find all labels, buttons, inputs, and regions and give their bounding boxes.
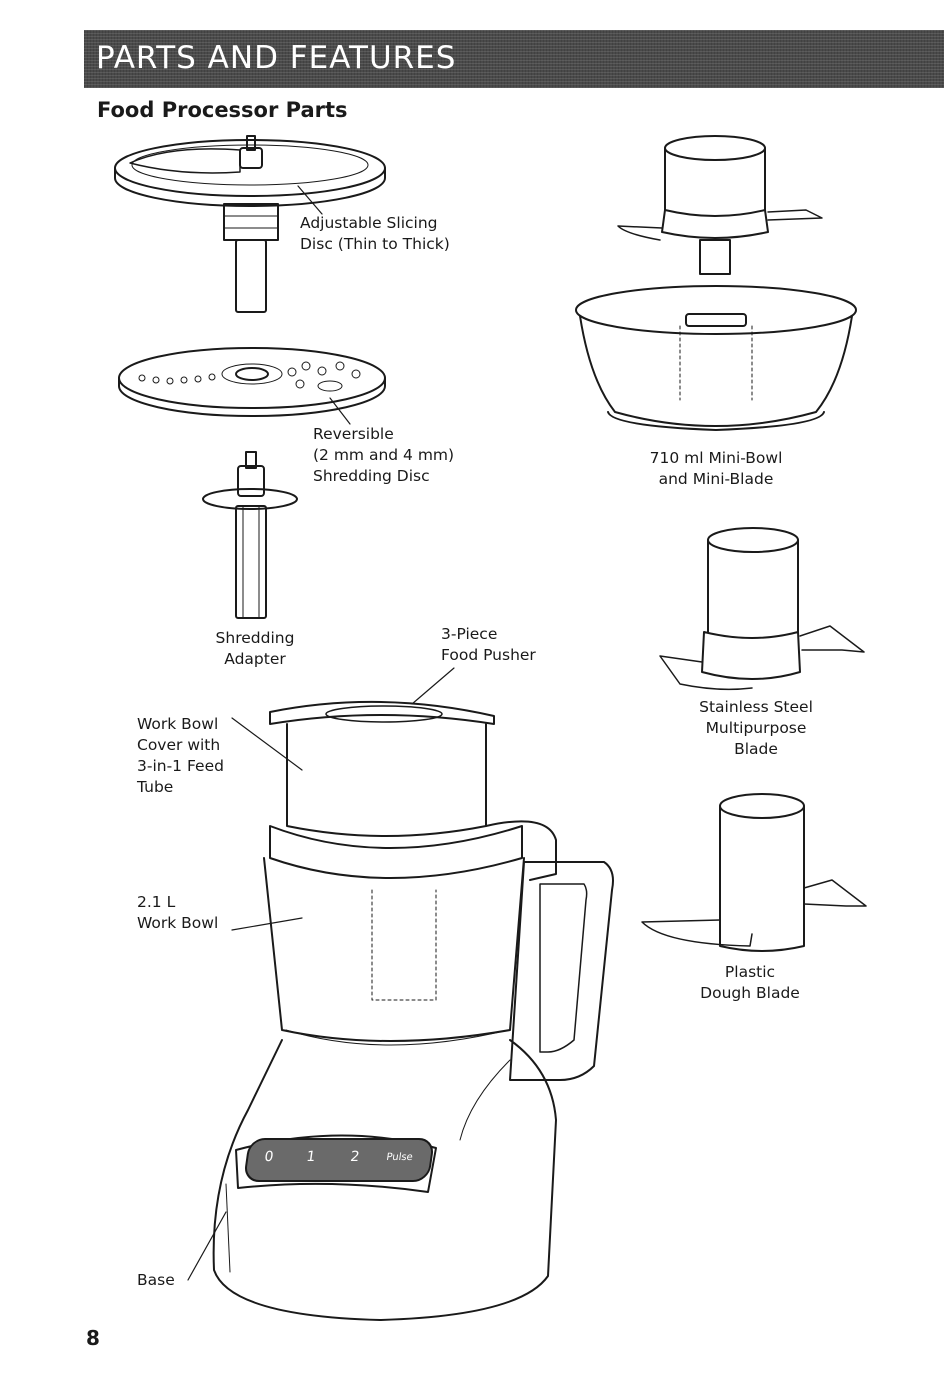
slicing-disc-illustration	[115, 136, 385, 312]
work-bowl-illustration	[264, 821, 613, 1080]
control-panel: 0 1 2 Pulse	[242, 1138, 436, 1182]
base-illustration	[214, 1040, 556, 1320]
shredding-disc-illustration	[119, 348, 385, 416]
multipurpose-blade-illustration	[660, 528, 864, 689]
shredding-adapter-illustration	[203, 452, 297, 618]
speed-label-off[interactable]: 0	[263, 1149, 275, 1165]
dough-blade-illustration	[642, 794, 866, 951]
section-banner: PARTS AND FEATURES	[84, 30, 944, 88]
speed-label-2[interactable]: 2	[349, 1149, 361, 1165]
banner-title: PARTS AND FEATURES	[96, 40, 457, 76]
speed-label-1[interactable]: 1	[305, 1149, 317, 1165]
page-number: 8	[86, 1326, 100, 1350]
label-base: Base	[137, 1271, 175, 1289]
leader-lines	[188, 186, 454, 1280]
mini-bowl-illustration	[576, 136, 856, 430]
speed-label-pulse[interactable]: Pulse	[385, 1152, 414, 1163]
work-bowl-cover-illustration	[270, 702, 522, 878]
label-shredding-disc: Reversible(2 mm and 4 mm)Shredding Disc	[313, 425, 455, 485]
page-title: Food Processor Parts	[97, 98, 348, 122]
